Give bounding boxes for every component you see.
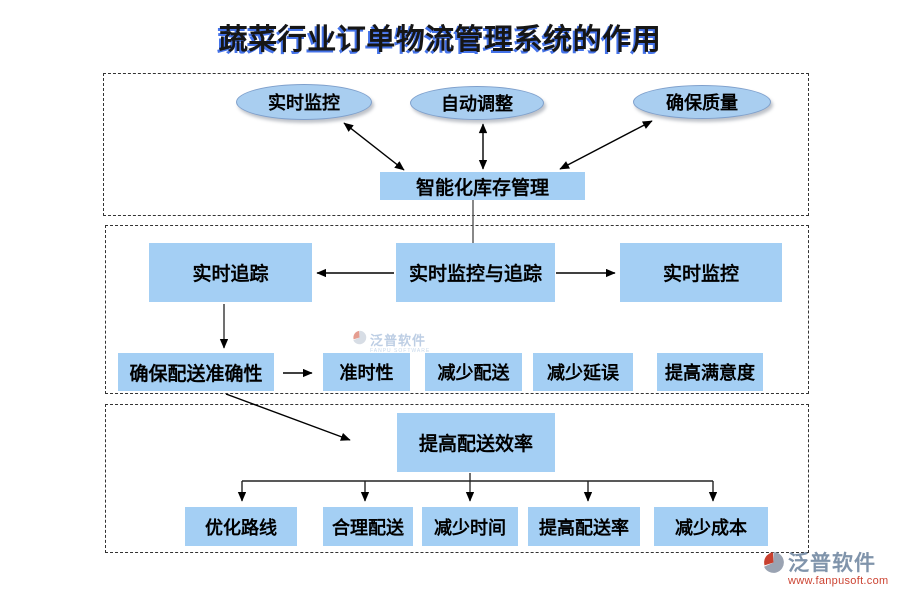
watermark-url-text: www.fanpusoft.com — [788, 575, 889, 587]
node-realtime-tracking: 实时追踪 — [149, 243, 312, 302]
node-quality-assurance-ellipse: 确保质量 — [633, 85, 771, 119]
node-reasonable-delivery: 合理配送 — [323, 507, 413, 546]
node-realtime-monitoring: 实时监控 — [620, 243, 782, 302]
watermark-subtitle-text: FANPU SOFTWARE — [370, 348, 431, 354]
node-punctuality: 准时性 — [323, 353, 410, 391]
section-smart-inventory — [103, 73, 809, 216]
node-delivery-efficiency-hub: 提高配送效率 — [397, 413, 555, 472]
center-watermark: 泛普软件 FANPU SOFTWARE — [352, 330, 430, 354]
watermark-brand-text: 泛普软件 — [788, 552, 876, 575]
node-reduce-delivery: 减少配送 — [425, 353, 522, 391]
fanpu-logo-icon — [353, 330, 367, 345]
node-delivery-accuracy: 确保配送准确性 — [118, 353, 274, 391]
node-reduce-cost: 减少成本 — [654, 507, 768, 546]
node-improve-delivery-rate: 提高配送率 — [528, 507, 640, 546]
section-delivery-efficiency — [105, 404, 809, 553]
node-optimize-routes: 优化路线 — [185, 507, 297, 546]
section-monitor-tracking — [105, 225, 809, 394]
node-reduce-time: 减少时间 — [422, 507, 518, 546]
node-realtime-monitoring-ellipse: 实时监控 — [236, 84, 372, 120]
fanpu-logo-icon — [764, 551, 784, 573]
watermark-brand-text: 泛普软件 — [370, 333, 427, 348]
node-smart-inventory-hub: 智能化库存管理 — [380, 172, 585, 200]
diagram-title: 蔬菜行业订单物流管理系统的作用 — [218, 24, 662, 56]
node-auto-adjust-ellipse: 自动调整 — [410, 86, 544, 120]
node-monitoring-and-tracking: 实时监控与追踪 — [396, 243, 555, 302]
node-reduce-delays: 减少延误 — [533, 353, 633, 391]
corner-watermark: 泛普软件 www.fanpusoft.com — [762, 547, 894, 587]
node-improve-satisfaction: 提高满意度 — [657, 353, 763, 391]
